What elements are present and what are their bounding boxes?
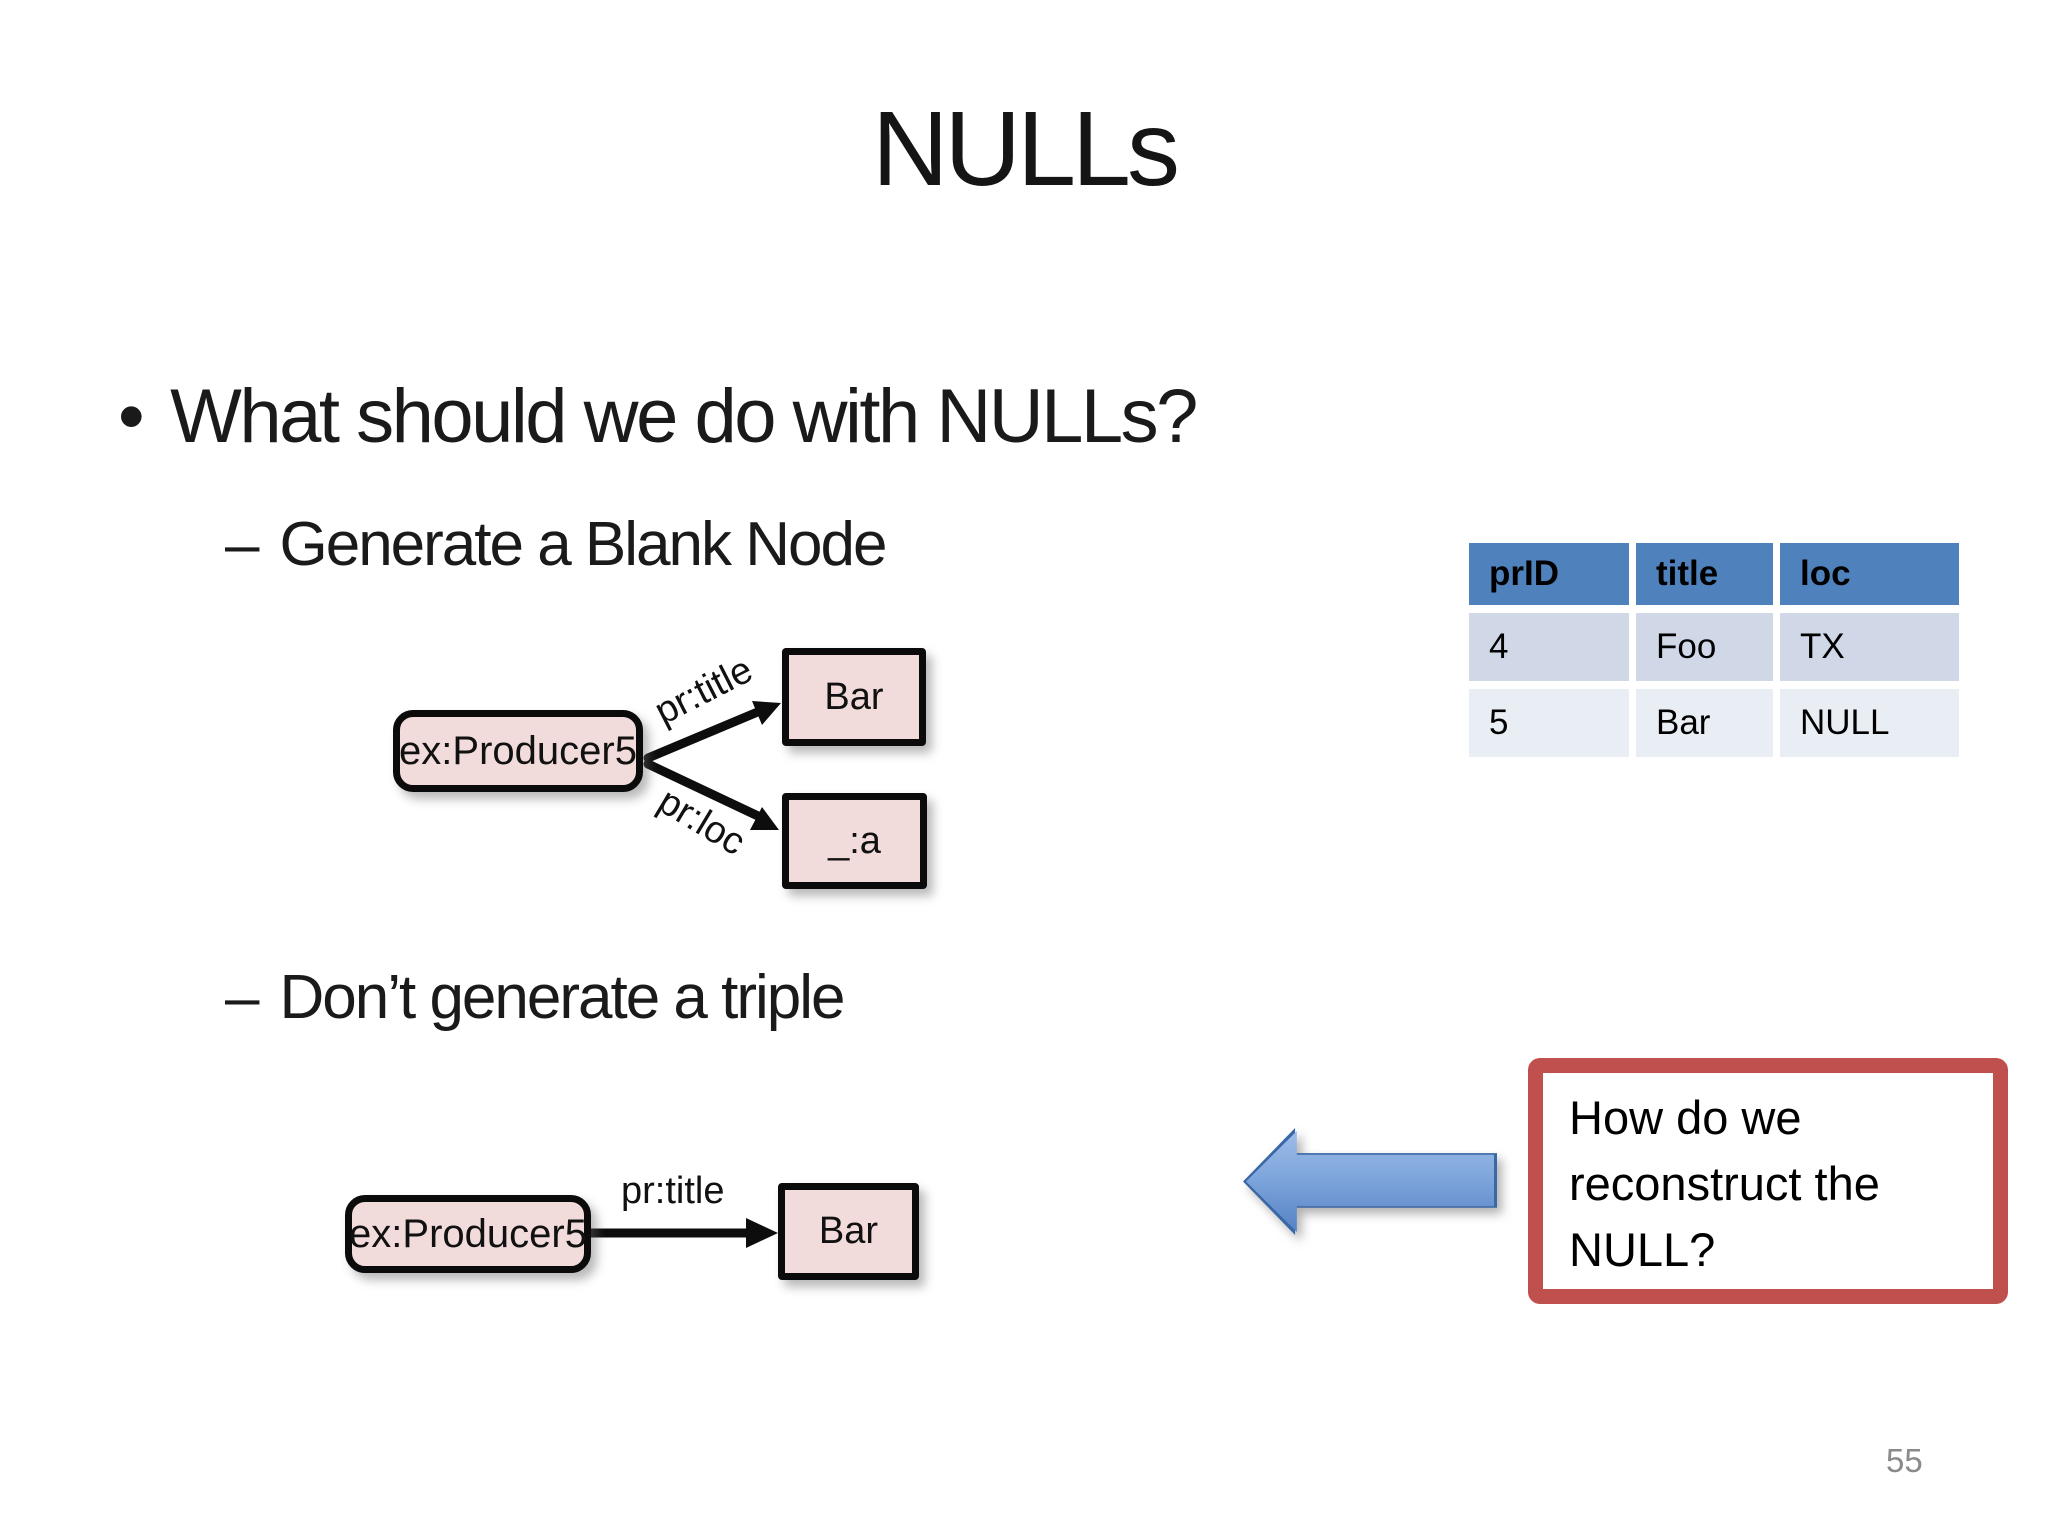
slide-title: NULLs [871, 90, 1180, 208]
table-header-title: title [1636, 543, 1773, 605]
left-block-arrow-icon [1243, 1128, 1497, 1235]
dash-marker-icon: – [225, 963, 260, 1032]
page-number: 55 [1886, 1442, 1923, 1479]
bullet-dot-icon: • [118, 374, 145, 459]
node-ex-producer5: ex:Producer5 [393, 710, 643, 792]
bullet-sub1-text: Generate a Blank Node [279, 510, 887, 579]
dash-marker-icon: – [225, 510, 260, 579]
table-header-prid: prID [1469, 543, 1629, 605]
bullet-sub-dont-generate-triple: – Don’t generate a triple [225, 963, 846, 1032]
table-cell: Foo [1636, 613, 1773, 681]
edge-pr-title-line-1 [643, 706, 765, 763]
table-cell: 4 [1469, 613, 1629, 681]
relational-table: prID title loc 4 Foo TX 5 Bar NULL [1469, 543, 1959, 757]
table-cell: TX [1780, 613, 1959, 681]
bullet-sub2-text: Don’t generate a triple [279, 963, 845, 1032]
table-cell: NULL [1780, 689, 1959, 757]
table-cell: 5 [1469, 689, 1629, 757]
node-bar: Bar [782, 648, 926, 746]
edge-label-pr-title: pr:title [621, 1170, 725, 1212]
node-blank-a: _:a [782, 793, 927, 889]
edge-pr-loc-line [643, 759, 763, 821]
callout-box: How do we reconstruct the NULL? [1528, 1058, 2008, 1304]
bullet-sub-generate-blank-node: – Generate a Blank Node [225, 510, 887, 579]
bullet-main-text: What should we do with NULLs? [170, 374, 1198, 459]
arrowhead-icon [746, 1218, 778, 1248]
node-bar: Bar [778, 1183, 919, 1280]
node-ex-producer5: ex:Producer5 [345, 1195, 591, 1273]
left-block-arrow-fill [1246, 1131, 1494, 1232]
table-cell: Bar [1636, 689, 1773, 757]
table-header-loc: loc [1780, 543, 1959, 605]
bullet-main: • What should we do with NULLs? [118, 374, 1198, 459]
arrowhead-icon [750, 807, 779, 830]
arrowhead-icon [752, 701, 781, 725]
